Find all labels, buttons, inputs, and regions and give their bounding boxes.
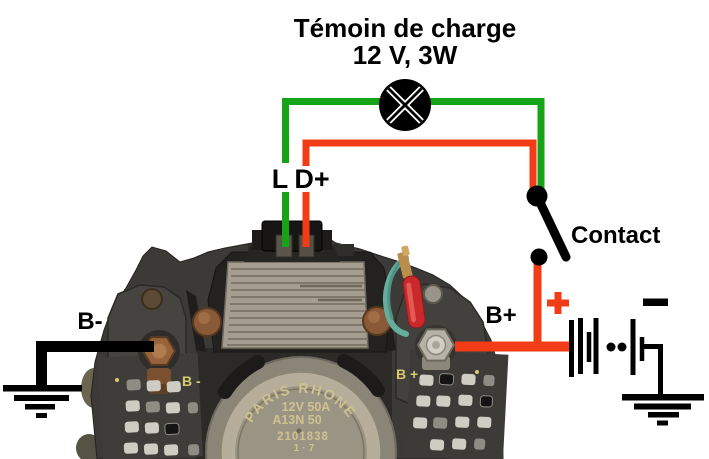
ground-icon xyxy=(622,394,704,426)
ground-icon xyxy=(3,385,82,418)
small-bolt xyxy=(423,284,443,304)
small-bolt xyxy=(141,288,163,310)
indicator-lamp-icon xyxy=(379,79,431,131)
b-minus-wire xyxy=(36,341,154,390)
tag-b-minus: B - xyxy=(182,373,201,389)
paint-dot xyxy=(475,370,479,374)
paint-dot xyxy=(115,378,119,382)
rusty-bolt xyxy=(362,306,392,336)
vent-slots-right xyxy=(413,373,495,451)
plate-spec-2: A13N 50 xyxy=(272,413,321,427)
plate-spec-1: 12V 50A xyxy=(282,400,331,414)
connector-plug xyxy=(244,220,340,262)
minus-symbol xyxy=(643,298,668,306)
id-plate: PARIS RHONE 12V 50A A13N 50 2101838 1 · … xyxy=(205,354,397,459)
plus-symbol xyxy=(547,292,569,314)
field-wire xyxy=(383,255,409,337)
red-excitation-wire xyxy=(302,139,542,348)
plate-serial: 2101838 xyxy=(277,431,329,443)
battery-cells-icon xyxy=(569,318,663,397)
b-minus-label: B- xyxy=(77,308,102,335)
retainer-claw xyxy=(337,354,385,397)
vent-slots-left xyxy=(123,379,200,456)
b-plus-label: B+ xyxy=(485,302,516,329)
tag-b-plus: B + xyxy=(396,366,418,382)
plate-mark: 1 · 7 xyxy=(293,442,314,454)
page-title-line2: 12 V, 3W xyxy=(353,40,458,70)
output-wire-boot xyxy=(397,245,426,329)
open-contact-switch-icon xyxy=(526,185,571,266)
page-title-line1: Témoin de charge xyxy=(294,13,517,43)
voltage-regulator xyxy=(221,261,369,349)
contact-switch-label: Contact xyxy=(571,222,660,249)
b-plus-terminal-nut xyxy=(415,325,457,370)
retainer-claw xyxy=(218,355,265,399)
terminal-d-plus-label: D+ xyxy=(294,164,329,194)
terminal-l-label: L xyxy=(272,164,289,194)
alternator-photo: PARIS RHONE 12V 50A A13N 50 2101838 1 · … xyxy=(76,220,509,459)
rusty-bolt xyxy=(192,307,222,337)
